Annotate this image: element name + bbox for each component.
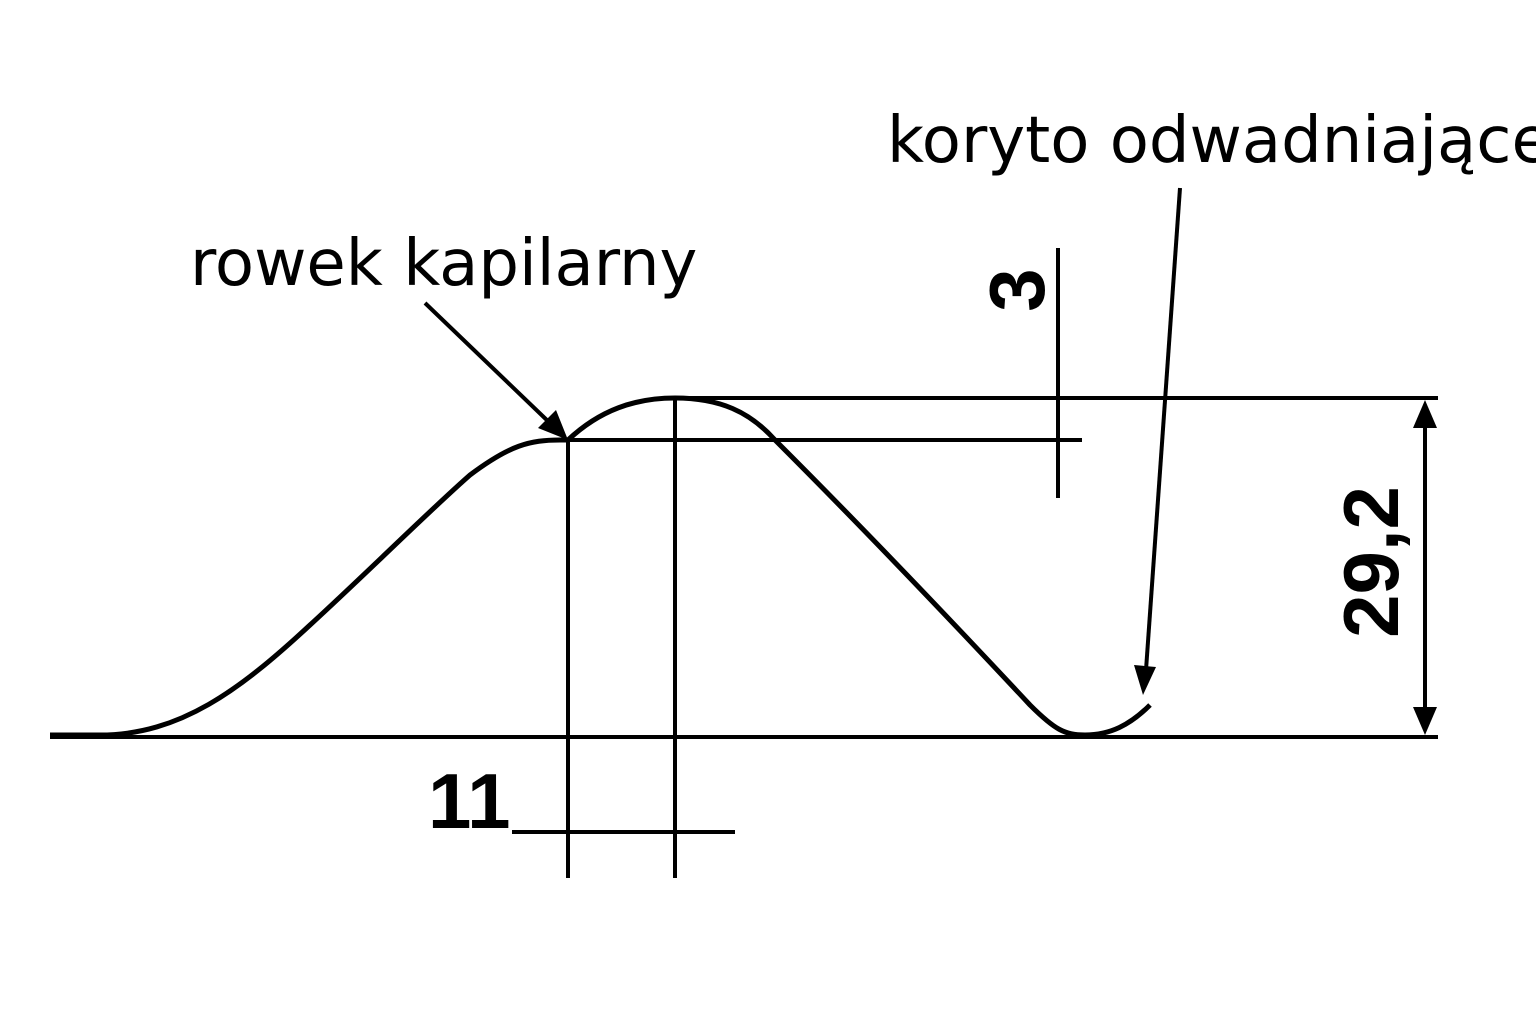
height-arrow-top [1413, 400, 1437, 428]
groove-width-value: 11 [428, 757, 510, 845]
drainage-channel-label: koryto odwadniające [887, 104, 1536, 178]
height-value: 29,2 [1327, 486, 1415, 638]
groove-depth-value: 3 [973, 268, 1061, 311]
height-arrow-bottom [1413, 707, 1437, 735]
drainage-channel-arrowhead [1134, 665, 1156, 695]
capillary-groove-label: rowek kapilarny [190, 227, 697, 301]
drainage-channel-leader [1144, 187, 1182, 671]
capillary-groove-arrowhead [538, 410, 568, 440]
profile-curve [50, 395, 1152, 738]
capillary-groove-leader [423, 301, 554, 427]
